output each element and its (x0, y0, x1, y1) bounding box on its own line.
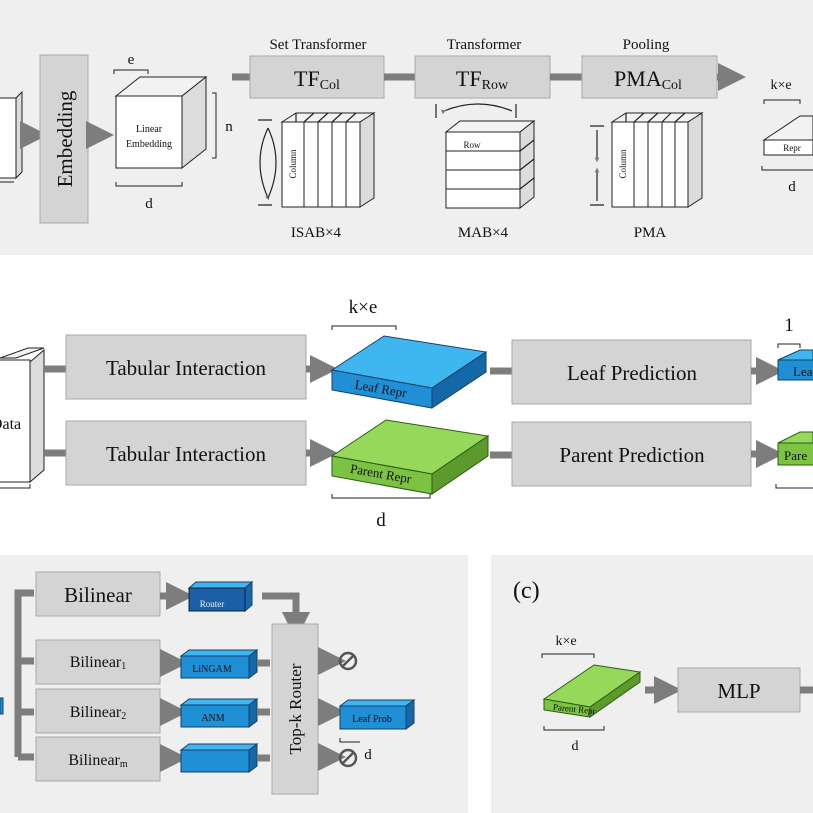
mab-row-text: Row (463, 140, 481, 150)
isab-caption: ISAB×4 (291, 225, 342, 241)
blocked-icon-2 (338, 748, 358, 768)
pma-col-block: Pooling PMACol (581, 37, 718, 99)
bilinear2-label: Bilinear2 (70, 704, 127, 722)
parent-repr-slab: Parent Repr d (330, 419, 490, 531)
router-text: Router (200, 599, 225, 609)
pma-column-text: Column (618, 149, 628, 179)
linear-embedding-text-2: Embedding (126, 139, 172, 150)
mab-row-stack: Row MAB×4 (435, 103, 536, 241)
leaf-repr-slab: k×e Leaf Repr (330, 297, 488, 409)
leaf-output-slab: 1 Lea (777, 315, 813, 381)
stage2-title: Transformer (447, 37, 521, 53)
parent-prediction-box (511, 421, 752, 487)
panel-c-parent-repr-text: Parent Repr (553, 702, 597, 716)
panel-c-label: (c) (513, 578, 540, 604)
embedding-block: Embedding (39, 54, 89, 224)
dim-n-label: n (225, 119, 233, 135)
output-repr-slab: k×e Repr d (761, 78, 813, 195)
bilinear-label: Bilinear (64, 583, 132, 607)
out-dim-ke: k×e (770, 78, 791, 93)
linear-embedding-cube: Linear Embedding e n d (113, 52, 233, 212)
input-cube-partial (0, 90, 23, 183)
stage1-title: Set Transformer (269, 37, 366, 53)
tf-col-block: Set Transformer TFCol (249, 37, 385, 99)
leaf-out-dim-1: 1 (784, 315, 794, 336)
router-block: Router (187, 580, 254, 613)
tabular-interaction-box-1 (65, 334, 307, 400)
pma-column-stack: Column PMA (590, 112, 704, 241)
lingam-block: LiNGAM (179, 649, 259, 679)
bilinear1-label: Bilinear1 (70, 654, 127, 672)
data-label: Data (0, 416, 21, 433)
isab-column-stack: Column ISAB×4 (258, 112, 376, 241)
leaf-prediction-label: Leaf Prediction (567, 361, 698, 385)
stage1-label: TFCol (294, 66, 340, 93)
anm-block: ANM (179, 698, 259, 728)
leaf-out-text: Lea (793, 364, 813, 379)
bilinearm-label: Bilinearm (68, 752, 128, 770)
panel-c-dim-d: d (572, 739, 579, 754)
tabular-interaction-label-1: Tabular Interaction (106, 356, 267, 380)
dim-e-label: e (128, 52, 135, 68)
topk-router-box (271, 623, 319, 795)
tabular-interaction-label-2: Tabular Interaction (106, 442, 267, 466)
isab-column-text: Column (288, 149, 298, 179)
bilinear1-box (35, 639, 161, 685)
stage3-label: PMACol (614, 66, 682, 93)
data-cube-partial: Data (0, 347, 45, 489)
out-repr-text: Repr (783, 143, 801, 153)
parent-dim-d: d (376, 510, 386, 531)
mab-caption: MAB×4 (458, 225, 509, 241)
stage2-label: TFRow (456, 66, 509, 93)
leaf-prob-text: Leaf Prob (352, 714, 392, 725)
panel-c-dim-ke: k×e (555, 634, 576, 649)
leaf-prediction-box (511, 339, 752, 405)
bilinearm-box (35, 736, 161, 782)
leaf-prob-block: Leaf Prob d (338, 699, 416, 763)
panel-c-parent-repr: k×e Parent Repr d (541, 634, 642, 754)
parent-output-slab: Pare (775, 431, 813, 489)
parent-prediction-label: Parent Prediction (559, 443, 705, 467)
topk-router-label: Top-k Router (286, 663, 305, 754)
branch-lines (14, 589, 34, 761)
bilinear-box (35, 571, 161, 617)
blocked-icon-1 (338, 651, 358, 671)
leaf-dim-ke: k×e (349, 297, 378, 318)
anm-text: ANM (201, 713, 224, 724)
input-sliver (0, 697, 4, 715)
mlp-label: MLP (717, 679, 760, 703)
lingam-text: LiNGAM (192, 664, 232, 675)
tf-row-block: Transformer TFRow (414, 37, 551, 99)
leaf-prob-dim-d: d (364, 747, 372, 763)
out-dim-d: d (788, 179, 796, 195)
pma-caption: PMA (634, 225, 667, 241)
parent-out-text: Pare (784, 448, 807, 463)
stage3-title: Pooling (623, 37, 670, 53)
bilinearm-output-block (179, 743, 259, 773)
dim-d-label: d (145, 196, 153, 212)
linear-embedding-text-1: Linear (136, 124, 163, 135)
arrow-router-topk (262, 592, 310, 640)
embedding-label: Embedding (53, 90, 77, 187)
tabular-interaction-box-2 (65, 420, 307, 486)
bilinear2-box (35, 688, 161, 734)
